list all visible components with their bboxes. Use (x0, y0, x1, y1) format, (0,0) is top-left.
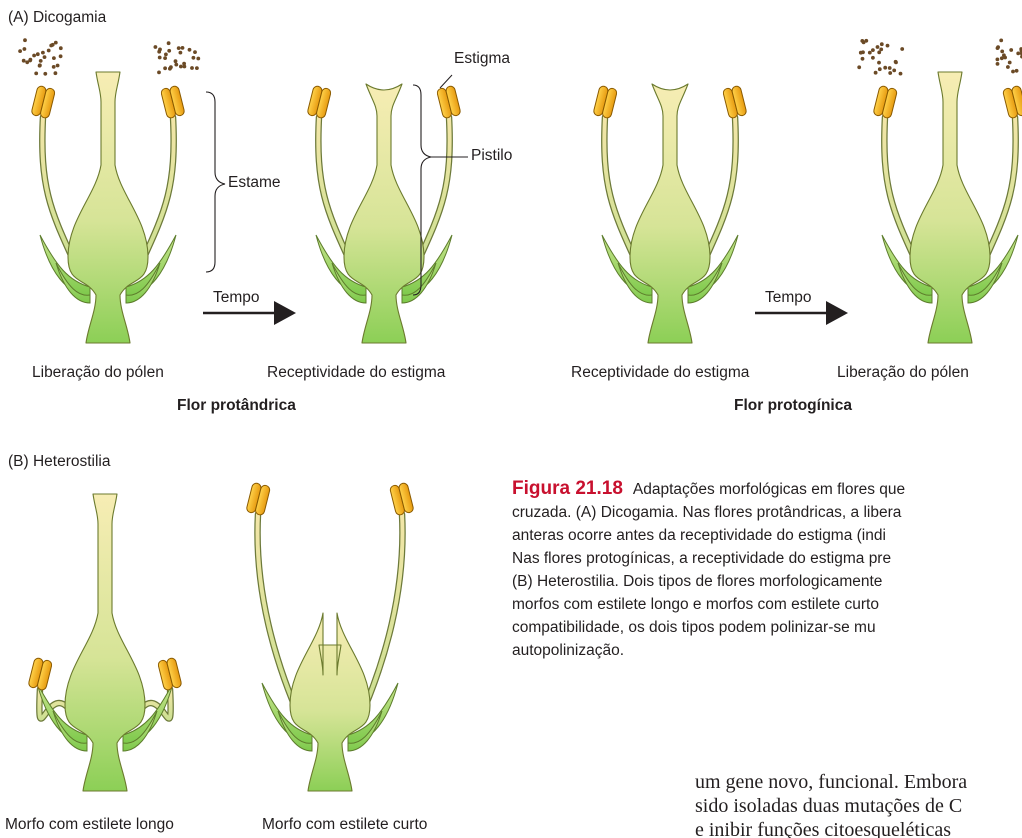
body-line-1: um gene novo, funcional. Embora (695, 770, 1022, 794)
figure-number: Figura 21.18 (512, 478, 623, 499)
caption-line-5: (B) Heterostilia. Dois tipos de flores m… (512, 570, 1022, 593)
caption-line-3: anteras ocorre antes da receptividade do… (512, 524, 1022, 547)
body-line-2: sido isoladas duas mutações de C (695, 794, 1022, 818)
caption-line-4: Nas flores protogínicas, a receptividade… (512, 547, 1022, 570)
body-line-3: e inibir funções citoesqueléticas (695, 818, 1022, 838)
caption-line-6: morfos com estilete longo e morfos com e… (512, 593, 1022, 616)
caption-line-2: cruzada. (A) Dicogamia. Nas flores protâ… (512, 501, 1022, 524)
body-text: um gene novo, funcional. Embora sido iso… (695, 770, 1022, 838)
caption-line-7: compatibilidade, os dois tipos podem pol… (512, 616, 1022, 639)
caption-line-8: autopolinização. (512, 639, 1022, 662)
